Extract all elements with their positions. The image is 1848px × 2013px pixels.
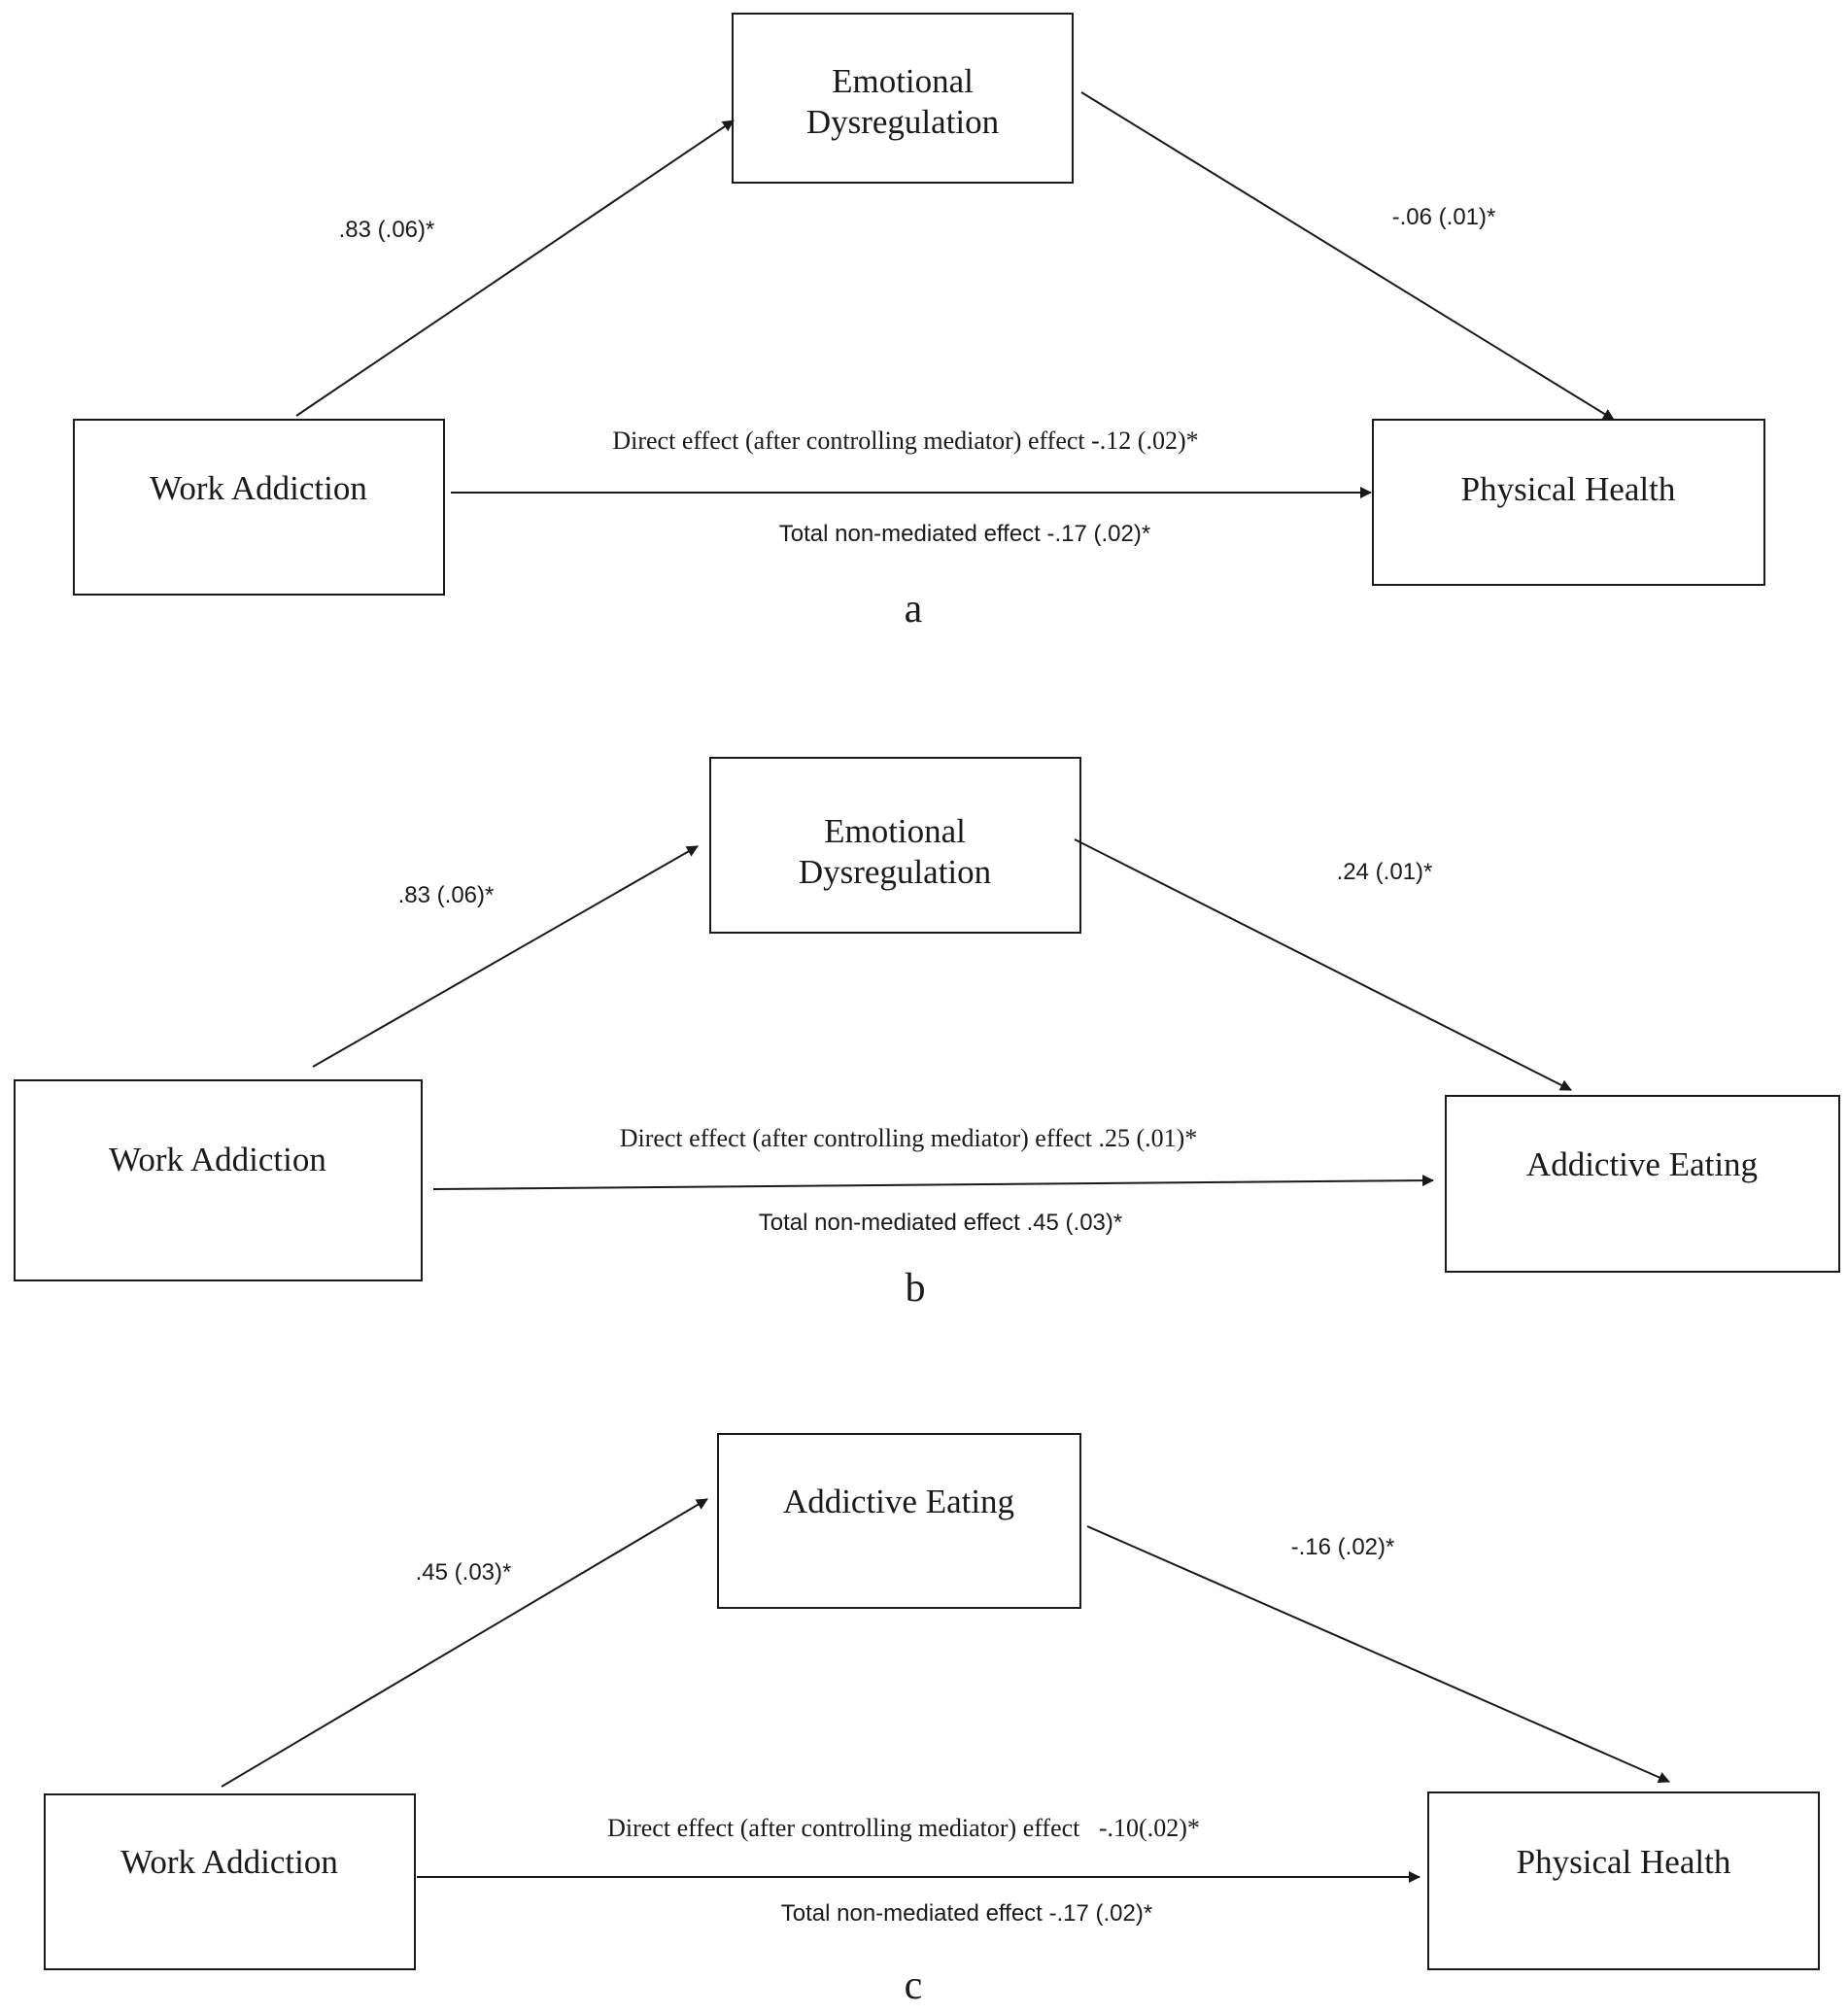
panel-label: a	[905, 587, 923, 631]
mediator-label: Addictive Eating	[783, 1483, 1014, 1520]
panel-label: c	[905, 1963, 923, 2008]
predictor-box	[44, 1793, 416, 1970]
mediator-label-line2: Dysregulation	[799, 853, 991, 891]
predictor-label: Work Addiction	[150, 469, 367, 507]
mediator-label-line2: Dysregulation	[806, 103, 999, 141]
predictor-box	[73, 419, 445, 596]
path-a-arrow	[312, 845, 699, 1068]
panel-c: Addictive Eating Work Addiction Physical…	[44, 1433, 1820, 2008]
mediator-label-line1: Emotional	[832, 62, 974, 100]
predictor-label: Work Addiction	[109, 1141, 326, 1178]
path-a-coefficient: .45 (.03)*	[416, 1559, 512, 1586]
panel-b: Emotional Dysregulation Work Addiction A…	[14, 757, 1840, 1311]
path-b-arrow	[1074, 838, 1572, 1091]
predictor-label: Work Addiction	[120, 1843, 338, 1881]
outcome-label: Physical Health	[1517, 1843, 1731, 1881]
path-b-arrow	[1086, 1525, 1670, 1784]
total-effect-label: Total non-mediated effect .45 (.03)*	[759, 1210, 1122, 1236]
direct-effect-label: Direct effect (after controlling mediato…	[612, 426, 1198, 455]
panel-label: b	[906, 1266, 926, 1311]
path-b-coefficient: -.06 (.01)*	[1392, 204, 1496, 230]
path-a-arrow	[295, 119, 735, 417]
path-a-coefficient: .83 (.06)*	[339, 217, 435, 243]
outcome-box	[1427, 1791, 1820, 1970]
outcome-label: Addictive Eating	[1526, 1145, 1758, 1183]
path-b-arrow	[1080, 91, 1615, 421]
outcome-box	[1445, 1095, 1840, 1273]
direct-path-arrow	[432, 1175, 1434, 1190]
mediator-box	[732, 13, 1074, 184]
mediator-box	[717, 1433, 1081, 1609]
direct-effect-label: Direct effect (after controlling mediato…	[607, 1814, 1200, 1842]
predictor-box	[14, 1079, 423, 1281]
mediator-box	[709, 757, 1081, 934]
total-effect-label: Total non-mediated effect -.17 (.02)*	[779, 521, 1150, 547]
panel-a: Emotional Dysregulation Work Addiction P…	[73, 13, 1765, 631]
direct-effect-label: Direct effect (after controlling mediato…	[620, 1124, 1198, 1152]
outcome-label: Physical Health	[1461, 470, 1676, 508]
path-b-coefficient: -.16 (.02)*	[1291, 1534, 1395, 1560]
path-b-coefficient: .24 (.01)*	[1337, 859, 1433, 885]
path-a-coefficient: .83 (.06)*	[398, 882, 495, 908]
total-effect-label: Total non-mediated effect -.17 (.02)*	[781, 1900, 1152, 1927]
outcome-box	[1372, 419, 1765, 586]
path-a-arrow	[221, 1498, 708, 1788]
mediator-label-line1: Emotional	[824, 812, 966, 850]
